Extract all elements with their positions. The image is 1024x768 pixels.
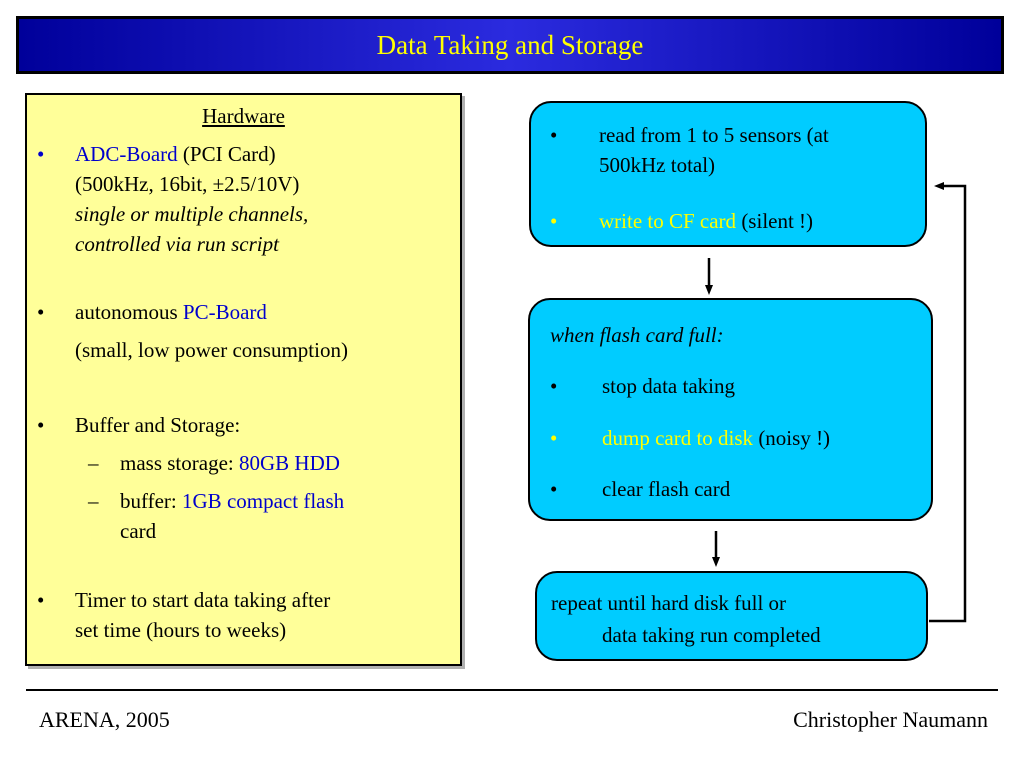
- bullet-timer: • Timer to start data taking after set t…: [37, 585, 457, 645]
- bullet-icon: •: [550, 374, 558, 398]
- footer-author: Christopher Naumann: [793, 707, 988, 732]
- pc-board-prefix: autonomous: [75, 300, 183, 324]
- flow-box-repeat: repeat until hard disk full or data taki…: [535, 571, 928, 661]
- dash-icon: –: [88, 489, 99, 513]
- hardware-panel: Hardware • ADC-Board (PCI Card) (500kHz,…: [25, 93, 462, 666]
- mass-storage-value: 80GB HDD: [238, 451, 340, 475]
- bullet-pc-board: • autonomous PC-Board (small, low power …: [37, 297, 457, 365]
- read-sensors-line-1: read from 1 to 5 sensors (at: [599, 123, 829, 147]
- read-sensors-line-2: 500kHz total): [599, 153, 716, 177]
- flow-item-read-sensors: read from 1 to 5 sensors (at 500kHz tota…: [599, 120, 919, 180]
- flow-item-clear: clear flash card: [602, 477, 731, 501]
- bullet-adc-board: • ADC-Board (PCI Card) (500kHz, 16bit, ±…: [37, 139, 457, 259]
- write-cf-highlight: write to CF card: [599, 209, 737, 233]
- bullet-icon: •: [37, 300, 45, 324]
- footer-rule: [26, 689, 998, 691]
- bullet-icon: •: [37, 142, 45, 166]
- flash-full-condition: when flash card full:: [550, 323, 724, 347]
- hardware-heading: Hardware: [202, 104, 285, 128]
- bullet-icon: •: [550, 477, 558, 501]
- pc-board-name: PC-Board: [182, 300, 267, 324]
- slide-title: Data Taking and Storage: [376, 29, 644, 60]
- flow-item-dump: dump card to disk (noisy !): [602, 423, 830, 453]
- flow-item-stop: stop data taking: [602, 374, 735, 398]
- mass-storage-prefix: mass storage:: [120, 451, 239, 475]
- dump-rest: (noisy !): [753, 426, 831, 450]
- timer-line-1: Timer to start data taking after: [75, 588, 331, 612]
- adc-board-type: (PCI Card): [177, 142, 276, 166]
- buffer-suffix: card: [120, 519, 157, 543]
- adc-board-note-1: single or multiple channels,: [75, 202, 309, 226]
- adc-board-specs: (500kHz, 16bit, ±2.5/10V): [75, 172, 300, 196]
- dump-highlight: dump card to disk: [602, 426, 754, 450]
- flow-box-read-write: • read from 1 to 5 sensors (at 500kHz to…: [529, 101, 927, 247]
- bullet-icon: •: [37, 413, 45, 437]
- flow-box-flash-full: when flash card full: • stop data taking…: [528, 298, 933, 521]
- arrow-loop-back: [929, 182, 967, 623]
- sub-bullet-buffer: – buffer: 1GB compact flash card: [88, 486, 456, 546]
- sub-bullet-mass-storage: – mass storage: 80GB HDD: [88, 448, 456, 478]
- adc-board-name: ADC-Board: [75, 142, 178, 166]
- adc-board-note-2: controlled via run script: [75, 232, 279, 256]
- pc-board-note: (small, low power consumption): [75, 338, 348, 362]
- buffer-prefix: buffer:: [120, 489, 183, 513]
- bullet-icon: •: [550, 426, 558, 450]
- bullet-icon: •: [37, 588, 45, 612]
- repeat-line-1: repeat until hard disk full or: [551, 591, 787, 615]
- buffer-value: 1GB compact flash: [182, 489, 345, 513]
- bullet-buffer-storage: • Buffer and Storage:: [37, 410, 457, 440]
- write-cf-rest: (silent !): [736, 209, 814, 233]
- flow-item-write-cf: write to CF card (silent !): [599, 206, 919, 236]
- storage-heading: Buffer and Storage:: [75, 413, 241, 437]
- dash-icon: –: [88, 451, 99, 475]
- footer-conference: ARENA, 2005: [39, 707, 170, 732]
- repeat-line-2: data taking run completed: [602, 623, 821, 647]
- timer-line-2: set time (hours to weeks): [75, 618, 287, 642]
- bullet-icon: •: [550, 123, 558, 147]
- title-bar: Data Taking and Storage: [16, 16, 1004, 74]
- bullet-icon: •: [550, 209, 558, 233]
